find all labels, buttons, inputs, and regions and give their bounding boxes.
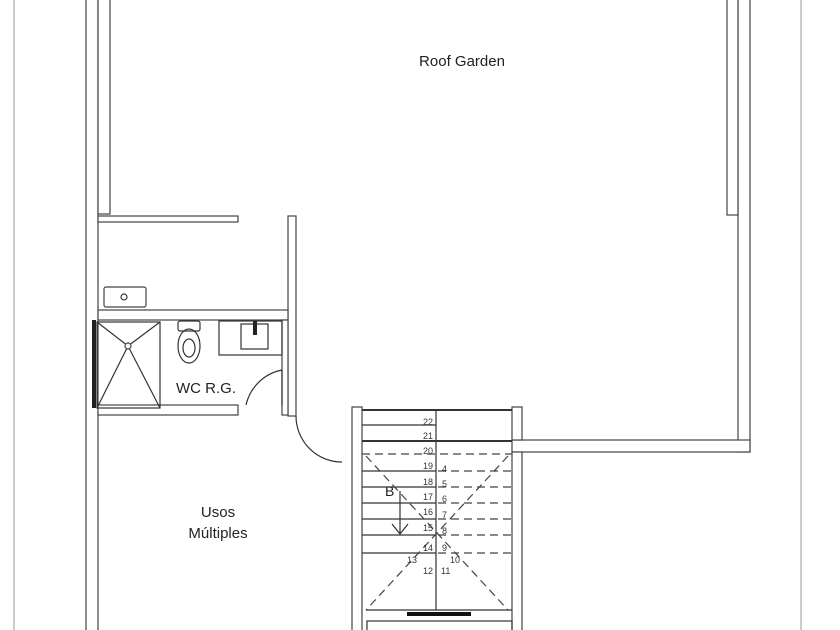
stair-treads [362,424,512,611]
wall-bath-bottom [97,404,239,416]
svg-text:7: 7 [442,510,447,520]
shower-tray [96,321,161,409]
stair-step-numbers-left: 22 21 20 19 18 17 16 15 14 13 12 [407,417,433,576]
wall-bath-top [97,215,239,223]
svg-text:4: 4 [442,464,447,474]
svg-text:18: 18 [423,477,433,487]
lower-wall [366,620,513,630]
svg-text:12: 12 [423,566,433,576]
faucet-icon [253,321,257,335]
svg-text:13: 13 [407,555,417,565]
svg-text:11: 11 [441,566,450,576]
vanity-counter [218,320,283,356]
stair-landing-edge [407,612,471,616]
room-label-wc: WC R.G. [176,380,236,397]
svg-text:9: 9 [442,543,447,553]
svg-text:21: 21 [423,431,433,441]
wall-right [737,0,751,453]
stair-direction-arrow [391,491,409,535]
wall-bath-mid [97,309,289,321]
svg-text:8: 8 [442,526,447,536]
room-label-roof-garden: Roof Garden [419,53,505,70]
svg-text:17: 17 [423,492,433,502]
svg-text:16: 16 [423,507,433,517]
room-label-multiples: Múltiples [188,525,247,542]
window-panel-right [726,0,739,216]
stair-door-swing[interactable] [295,415,343,463]
wall-bath-right [287,215,297,417]
svg-text:5: 5 [442,479,447,489]
wall-roof-bottom [511,439,751,453]
svg-text:19: 19 [423,461,433,471]
stair-step-numbers-right: 4 5 6 7 8 9 10 11 [441,464,460,576]
svg-text:10: 10 [450,555,460,565]
stair-wall-right-top [511,406,523,441]
wall-left [85,0,99,630]
svg-text:22: 22 [423,417,433,427]
wc-door-swing[interactable] [245,369,283,406]
svg-text:15: 15 [423,523,433,533]
svg-text:14: 14 [423,543,433,553]
svg-text:6: 6 [442,494,447,504]
shower-drain-icon [124,342,132,350]
sink-outer [103,286,147,308]
wall-inner-left [97,0,111,215]
shower-glass [92,320,96,408]
room-label-usos: Usos [201,504,235,521]
stair-wall-right [511,451,523,630]
wall-door-jamb [281,319,289,416]
toilet-icon [177,320,201,364]
svg-text:20: 20 [423,446,433,456]
sink-drain-icon [120,293,128,301]
stair-wall-left [351,406,363,630]
stair-marker-label: B [385,483,394,499]
